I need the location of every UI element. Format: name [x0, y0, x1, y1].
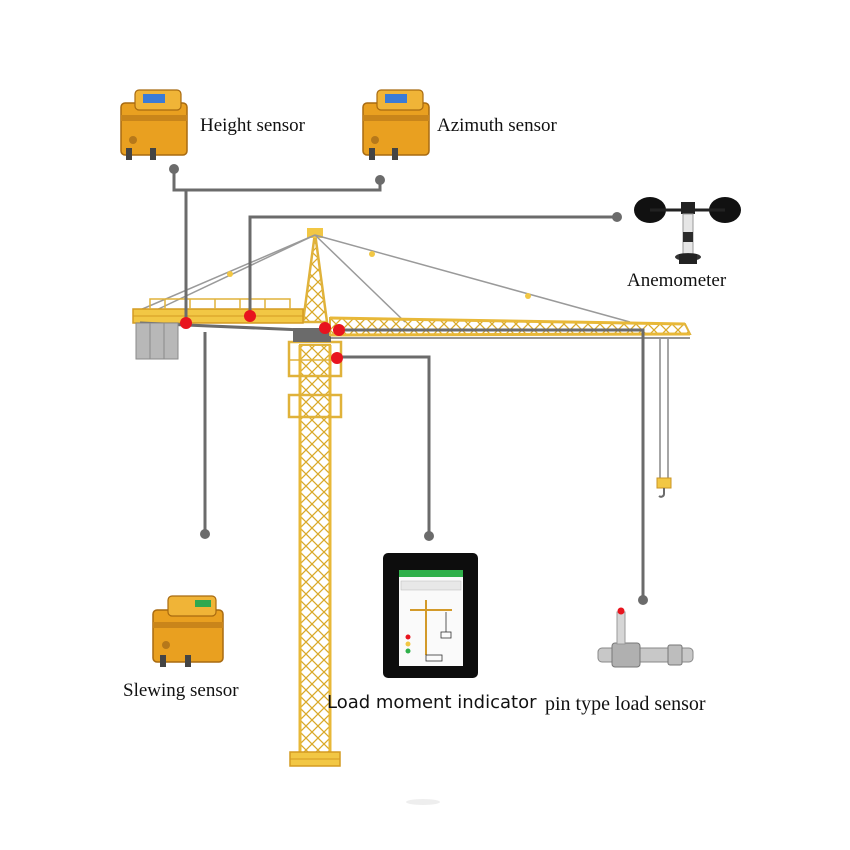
height-sensor-label: Height sensor [200, 115, 306, 136]
connector-endpoint-slewing [200, 529, 210, 539]
connector-lines [172, 167, 645, 600]
bottom-dot [406, 799, 440, 805]
load-moment-indicator-label: Load moment indicator [327, 692, 537, 713]
crane-tower-head [301, 228, 329, 324]
slewing-sensor-image [152, 595, 224, 667]
connector-endpoints [169, 164, 648, 605]
anemometer-label: Anemometer [627, 270, 727, 291]
slewing-sensor-label: Slewing sensor [123, 680, 239, 701]
pin-load-sensor-image [597, 607, 694, 668]
anemometer-image [634, 197, 741, 264]
height-sensor-image [120, 89, 188, 160]
sensor-location-dots [180, 310, 345, 364]
connector-endpoint-height [169, 164, 179, 174]
sensor-dot-height [180, 317, 192, 329]
counterweight [135, 322, 179, 360]
sensor-dot-load [333, 324, 345, 336]
pin-type-load-sensor-label: pin type load sensor [545, 693, 706, 715]
main-jib [329, 316, 692, 339]
crane-tower [289, 344, 341, 767]
sensor-dot-anemometer [244, 310, 256, 322]
connector-endpoint-pin-sensor [638, 595, 648, 605]
hook-block [656, 339, 672, 498]
connector-endpoint-lmi [424, 531, 434, 541]
azimuth-sensor-image [362, 89, 430, 160]
sensor-dot-lmi [331, 352, 343, 364]
sensor-dot-slewing [319, 322, 331, 334]
load-moment-indicator-device [383, 553, 478, 678]
connector-endpoint-anemometer [612, 212, 622, 222]
connector-endpoint-azimuth [375, 175, 385, 185]
azimuth-sensor-label: Azimuth sensor [437, 115, 557, 136]
